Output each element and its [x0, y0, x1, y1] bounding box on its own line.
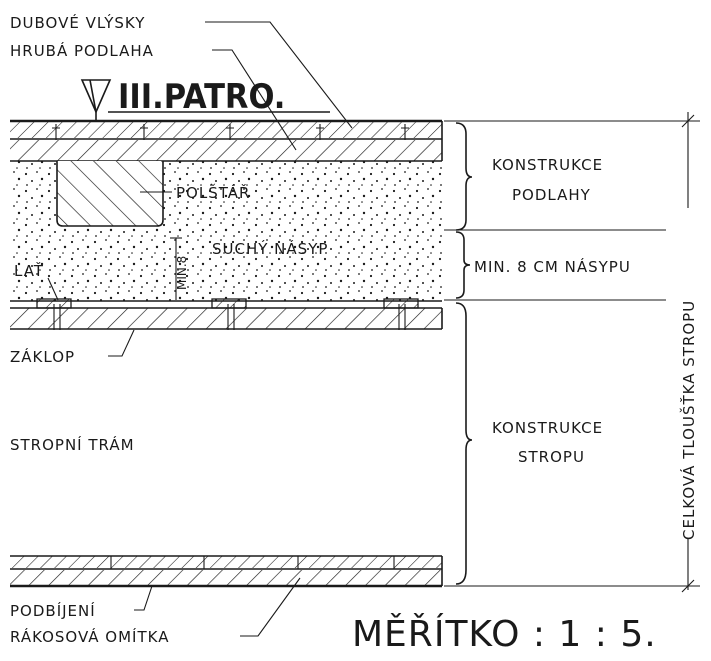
- label-boarding: PODBÍJENÍ: [10, 601, 96, 620]
- label-ceiling-beam: STROPNÍ TRÁM: [10, 435, 135, 454]
- label-dry-fill: SUCHÝ NÁSYP: [212, 239, 328, 258]
- ceiling-layers: [10, 555, 443, 588]
- label-oak-parquet: DUBOVÉ VLÝSKY: [10, 13, 145, 32]
- sheathing-layer: [10, 304, 443, 330]
- dim-min-fill: MIN. 8 CM NÁSYPU: [474, 257, 631, 276]
- label-reed-plaster: RÁKOSOVÁ OMÍTKA: [10, 627, 169, 646]
- dry-fill-layer: [10, 161, 442, 309]
- level-marker: III.PATRO.: [80, 77, 330, 120]
- scale-label: MĚŘÍTKO : 1 : 5.: [352, 613, 657, 655]
- label-sheathing: ZÁKLOP: [10, 347, 75, 366]
- dim-ceiling-construction-2: STROPU: [518, 448, 585, 466]
- label-rough-floor: HRUBÁ PODLAHA: [10, 41, 154, 60]
- label-min8: MIN.8: [175, 256, 189, 290]
- floor-boards: [10, 119, 443, 162]
- dim-floor-construction-1: KONSTRUKCE: [492, 156, 603, 174]
- label-cushion: POLŠTÁŘ: [176, 183, 250, 202]
- labels-left: DUBOVÉ VLÝSKY HRUBÁ PODLAHA POLŠTÁŘ SUCH…: [10, 13, 353, 646]
- dim-total-thickness: CELKOVÁ TLOUŠŤKA STROPU: [679, 300, 698, 540]
- dim-ceiling-construction-1: KONSTRUKCE: [492, 419, 603, 437]
- dimensions-right: KONSTRUKCE PODLAHY MIN. 8 CM NÁSYPU KONS…: [444, 112, 700, 593]
- dim-floor-construction-2: PODLAHY: [512, 186, 591, 204]
- label-lath: LAŤ: [14, 261, 44, 280]
- floor-mark-label: III.PATRO.: [118, 77, 285, 117]
